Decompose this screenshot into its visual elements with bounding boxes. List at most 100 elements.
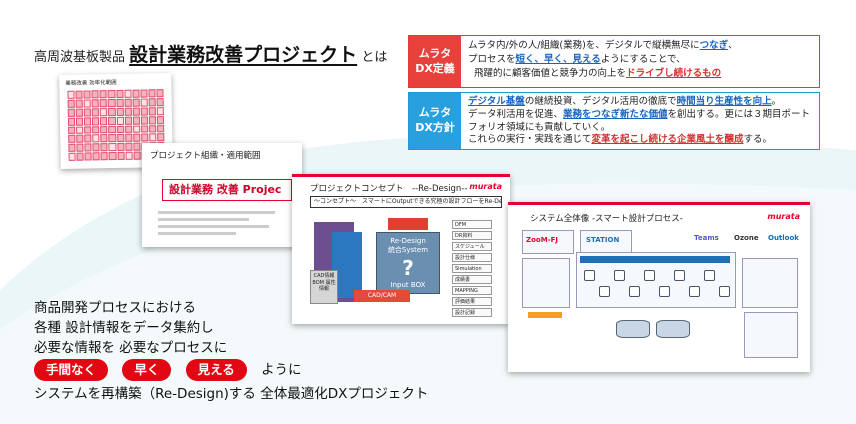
grid-cell [83, 108, 92, 117]
left-panel [522, 258, 570, 308]
dx-definition-text: ムラタ内/外の人/組織(業務)を、デジタルで縦横無尽につなぎ、 プロセスを短く、… [461, 36, 745, 87]
slide-title: プロジェクト組織・適用範囲 [150, 151, 261, 161]
grid-cell [84, 125, 92, 134]
input-box-label: Input BOX [390, 281, 426, 290]
concept-banner: ～コンセプト～ スマートにOutputできる究極の設計フローをRe-Design [310, 196, 502, 208]
grid-cell [100, 116, 108, 125]
grid-cell [92, 116, 100, 125]
dx-pol-keyword: 時間当り生産性を向上 [676, 96, 772, 107]
dx-policy-text: デジタル基盤の継続投資、デジタル活用の徹底で時間当り生産性を向上。 データ利活用… [461, 93, 817, 149]
pill-hayaku: 早く [122, 359, 172, 381]
output-list-item: DR資料 [452, 231, 492, 240]
output-list-item: MAPPING [452, 286, 492, 295]
grid-cell [67, 90, 75, 99]
grid-cell [116, 107, 124, 116]
grid-cell [116, 125, 124, 134]
grid-cell [132, 107, 140, 116]
grid-cell [100, 134, 108, 143]
grid-cell [124, 134, 133, 143]
grid-cell [67, 99, 75, 108]
slide-text-lines [158, 211, 288, 239]
grid-cell [92, 108, 100, 117]
process-icon [719, 286, 730, 297]
grid-cell [156, 106, 164, 115]
grid-cell [124, 107, 132, 116]
slide-accent-bar [508, 202, 810, 205]
dx-def-text: 飛躍的に顧客価値と競争力の向上を [474, 67, 627, 79]
grid-cell [156, 115, 165, 124]
grid-cell [124, 89, 132, 98]
output-list-item: DFM [452, 220, 492, 229]
process-icon [689, 286, 700, 297]
dx-def-keyword: ドライブし続けるもの [626, 67, 722, 79]
dx-def-keyword: 短く、早く、見える [515, 53, 601, 65]
dx-def-text: 、 [728, 40, 738, 51]
process-icon [704, 270, 715, 281]
grid-cell [92, 152, 101, 161]
right-panel [742, 258, 798, 308]
dx-definition-tag-line2: DX定義 [415, 61, 455, 75]
slide-thumbnail-concept: プロジェクトコンセプト --Re-Design-- murata ～コンセプト～… [292, 174, 510, 324]
process-icon [629, 286, 640, 297]
grid-cell [140, 98, 148, 107]
grid-cell [108, 98, 116, 107]
grid-cell [108, 116, 116, 125]
summary-line-5: システムを再構築（Re-Design)する 全体最適化DXプロジェクト [34, 386, 429, 402]
process-icon [584, 270, 595, 281]
dx-def-keyword: つなぎ [699, 40, 729, 51]
dx-def-text: プロセスを [468, 53, 516, 65]
dx-definition-tag-line1: ムラタ [418, 46, 452, 60]
grid-cell [92, 134, 100, 143]
grid-cell [116, 116, 124, 125]
grid-cell [116, 143, 125, 152]
grid-cell [68, 126, 76, 135]
summary-line-3: 必要な情報を 必要なプロセスに [34, 340, 228, 356]
slide-title: 業務改善 効率化範囲 [65, 79, 117, 87]
grid-cell [67, 108, 75, 117]
output-list-item: 評価結果 [452, 297, 492, 306]
dx-policy-tag-line2: DX方針 [415, 121, 455, 134]
dx-pol-keyword: 業務をつなぎ新たな価値 [563, 108, 668, 120]
grid-cell [99, 90, 108, 99]
grid-cell [84, 117, 92, 126]
process-icon [674, 270, 685, 281]
grid-cell [108, 125, 116, 134]
grid-cell [124, 125, 132, 134]
title-highlight: 設計業務改善プロジェクト [129, 44, 358, 66]
grid-cell [76, 143, 84, 152]
grid-cell [91, 99, 100, 108]
output-list-item: 設計仕様 [452, 253, 492, 262]
ozone-logo: Ozone [734, 234, 759, 242]
grid-cell [117, 151, 125, 160]
grid-cell [83, 99, 92, 108]
grid-cell [124, 142, 133, 151]
grid-cell [75, 108, 84, 117]
grid-cell [107, 90, 116, 99]
grid-cell [132, 89, 140, 98]
slide-thumbnail-organization: プロジェクト組織・適用範囲 設計業務 改善 Projec [142, 143, 302, 247]
teams-logo: Teams [694, 234, 719, 242]
output-list-item: スケジュール [452, 242, 492, 251]
title-prefix: 高周波基板製品 [34, 50, 126, 65]
grid-cell [140, 124, 149, 133]
grid-cell [157, 133, 165, 142]
murata-logo: murata [469, 182, 502, 191]
grid-cell [156, 124, 165, 133]
grid-cell [125, 151, 133, 160]
process-icon [659, 286, 670, 297]
grid-cell [84, 143, 92, 152]
dx-pol-text: を創出する。更には３期目ポート [667, 108, 811, 120]
pill-tema-naku: 手間なく [34, 359, 109, 381]
summary-line-1: 商品開発プロセスにおける [34, 300, 196, 316]
grid-cell [140, 89, 148, 98]
output-list-item: 設計記録 [452, 308, 492, 317]
grid-cell [148, 89, 156, 98]
grid-cell [116, 98, 124, 107]
dx-pol-keyword: 変革を起こし続ける企業風土を醸成 [591, 134, 744, 146]
grid-cell [83, 90, 91, 99]
grid-cell [115, 89, 124, 98]
